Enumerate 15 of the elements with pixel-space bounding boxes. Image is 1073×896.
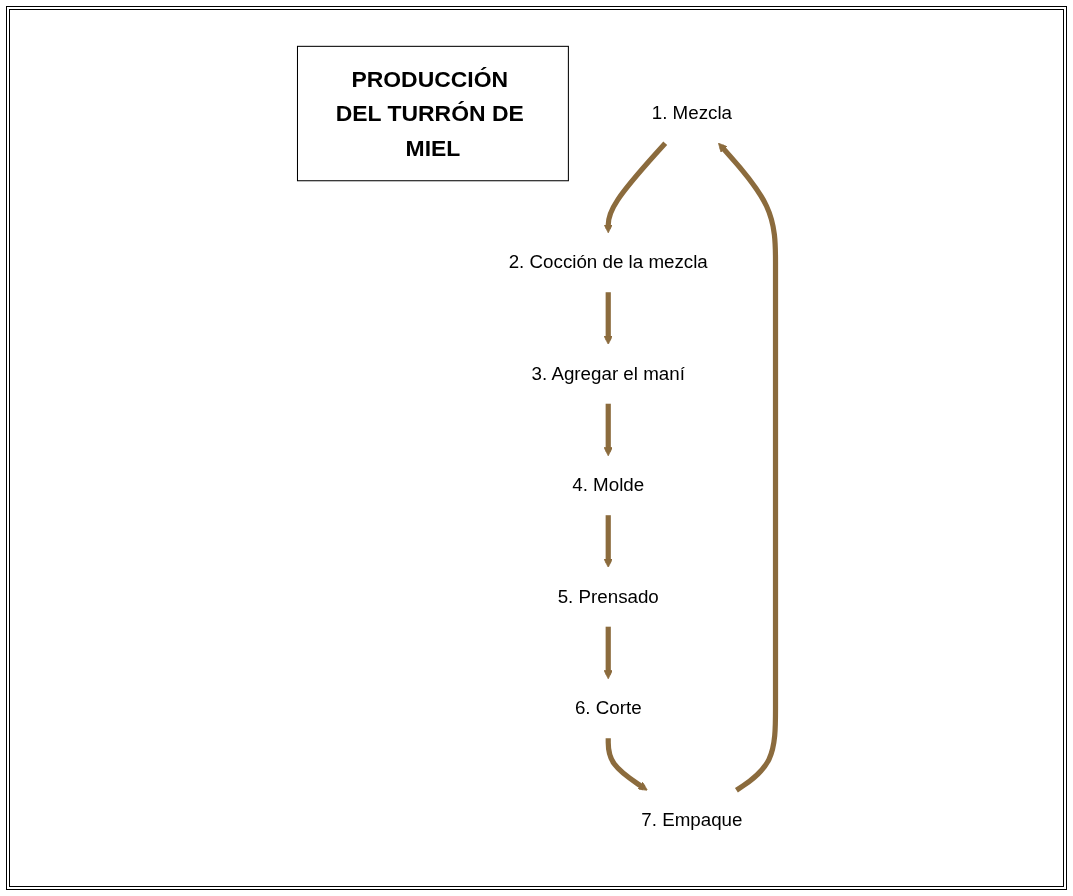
arrow: [603, 141, 668, 234]
arrow: [603, 403, 613, 457]
node-text: 4. Molde: [572, 474, 645, 496]
node-text: 7. Empaque: [641, 809, 743, 830]
node-box: PRODUCCIÓN DEL TURRÓN DE MIEL: [296, 45, 569, 182]
node-text: 3. Agregar el maní: [531, 363, 685, 384]
node-text: 6. Corte: [574, 697, 642, 719]
arrow: [603, 626, 613, 680]
arrow: [605, 738, 648, 791]
node-text: 2. Cocción de la mezcla: [508, 251, 708, 273]
node-text: 1. Mezcla: [651, 102, 732, 124]
arrow: [718, 142, 779, 793]
arrow: [603, 515, 613, 568]
node-text: 5. Prensado: [557, 586, 659, 607]
arrow: [603, 292, 613, 345]
